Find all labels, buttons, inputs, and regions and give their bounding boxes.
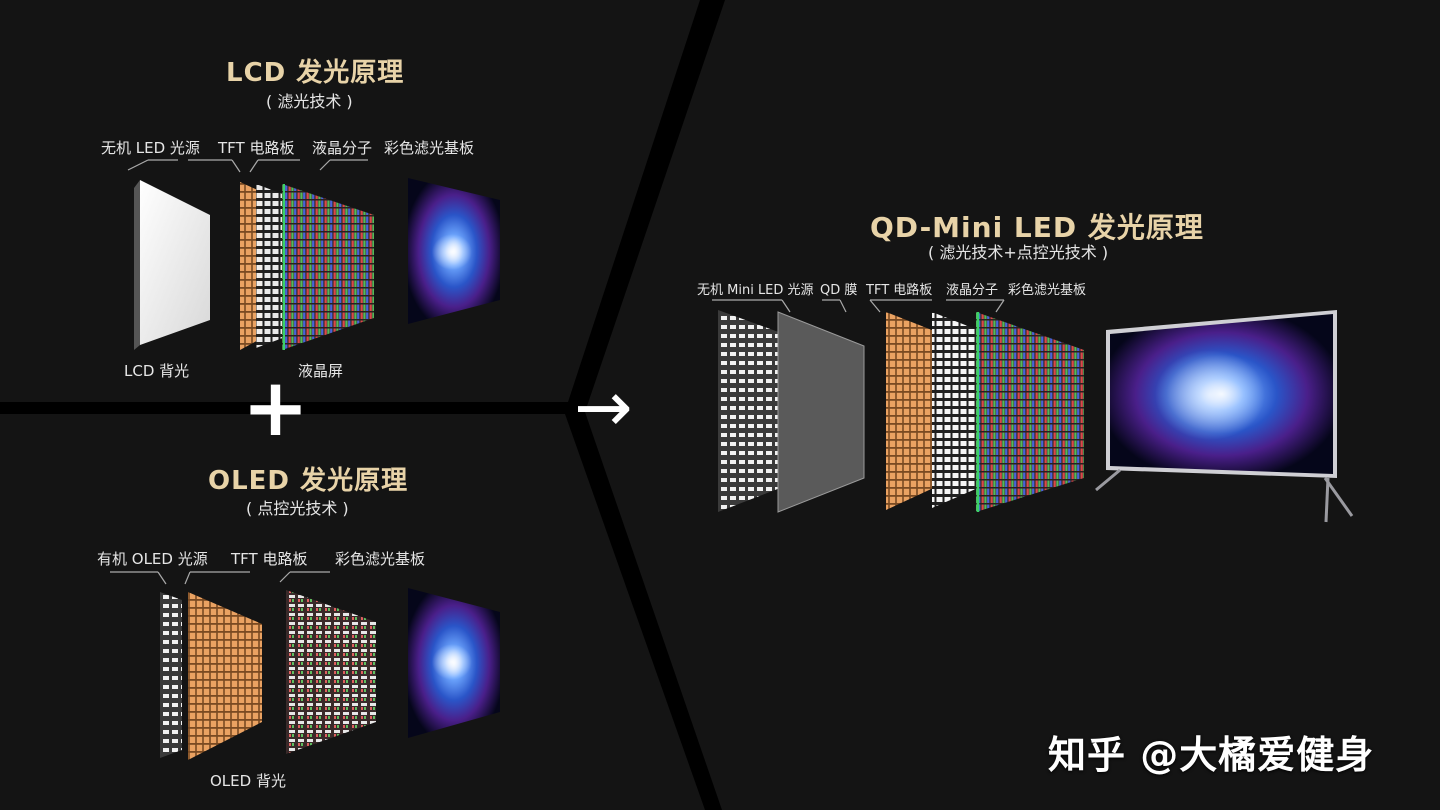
qd-title: QD-Mini LED 发光原理 <box>870 211 1204 244</box>
lcd-screen-glow <box>432 234 472 270</box>
lcd-subtitle: ( 滤光技术 ) <box>266 92 353 111</box>
qd-tft-layer <box>886 312 942 510</box>
oled-emitter-layer <box>160 592 182 758</box>
oled-title: OLED 发光原理 <box>208 466 409 496</box>
qd-layer-stack <box>712 299 1354 523</box>
qd-liquid-crystal-layer <box>932 312 978 508</box>
arrow-right-icon: → <box>574 366 633 448</box>
watermark: 知乎 @大橘爱健身 <box>1048 733 1375 777</box>
lcd-backlight-label: LCD 背光 <box>124 362 190 380</box>
oled-label-color-filter: 彩色滤光基板 <box>335 550 426 568</box>
lcd-backlight-panel <box>140 180 210 345</box>
lcd-backlight-edge <box>134 180 140 350</box>
lcd-label-color-filter: 彩色滤光基板 <box>384 139 475 157</box>
qd-subtitle: ( 滤光技术+点控光技术 ) <box>928 243 1109 262</box>
qd-label-color-filter: 彩色滤光基板 <box>1008 283 1087 298</box>
lcd-liquid-crystal-layer <box>256 184 288 348</box>
lcd-color-filter-layer <box>282 184 374 350</box>
plus-sign: + <box>242 361 310 454</box>
oled-layer-stack <box>110 571 500 760</box>
oled-label-emitter: 有机 OLED 光源 <box>97 550 208 568</box>
qd-film-layer <box>777 311 865 513</box>
qd-color-filter-layer <box>976 312 1084 512</box>
oled-color-filter-layer <box>286 590 376 754</box>
lcd-title: LCD 发光原理 <box>226 58 405 88</box>
oled-screen-glow <box>432 644 472 680</box>
lcd-layer-stack <box>127 159 500 350</box>
lcd-leader-lines <box>127 159 368 173</box>
oled-leader-lines <box>110 571 330 585</box>
oled-tft-layer <box>188 592 262 760</box>
tv-stand <box>1095 468 1354 523</box>
qd-leader-lines <box>712 299 1005 313</box>
qd-label-qd-film: QD 膜 <box>820 283 858 298</box>
qd-label-tft: TFT 电路板 <box>866 283 933 298</box>
lcd-label-led-source: 无机 LED 光源 <box>101 139 200 157</box>
oled-label-tft: TFT 电路板 <box>231 550 308 568</box>
qd-label-miniled: 无机 Mini LED 光源 <box>697 283 814 298</box>
oled-subtitle: ( 点控光技术 ) <box>246 499 349 518</box>
lcd-screen-label: 液晶屏 <box>298 362 344 380</box>
lcd-label-tft: TFT 电路板 <box>218 139 295 157</box>
oled-backlight-label: OLED 背光 <box>210 772 286 790</box>
tv-screen-glow <box>1155 350 1265 440</box>
qd-label-liquid-crystal: 液晶分子 <box>946 283 999 298</box>
lcd-label-liquid-crystal: 液晶分子 <box>312 139 373 157</box>
